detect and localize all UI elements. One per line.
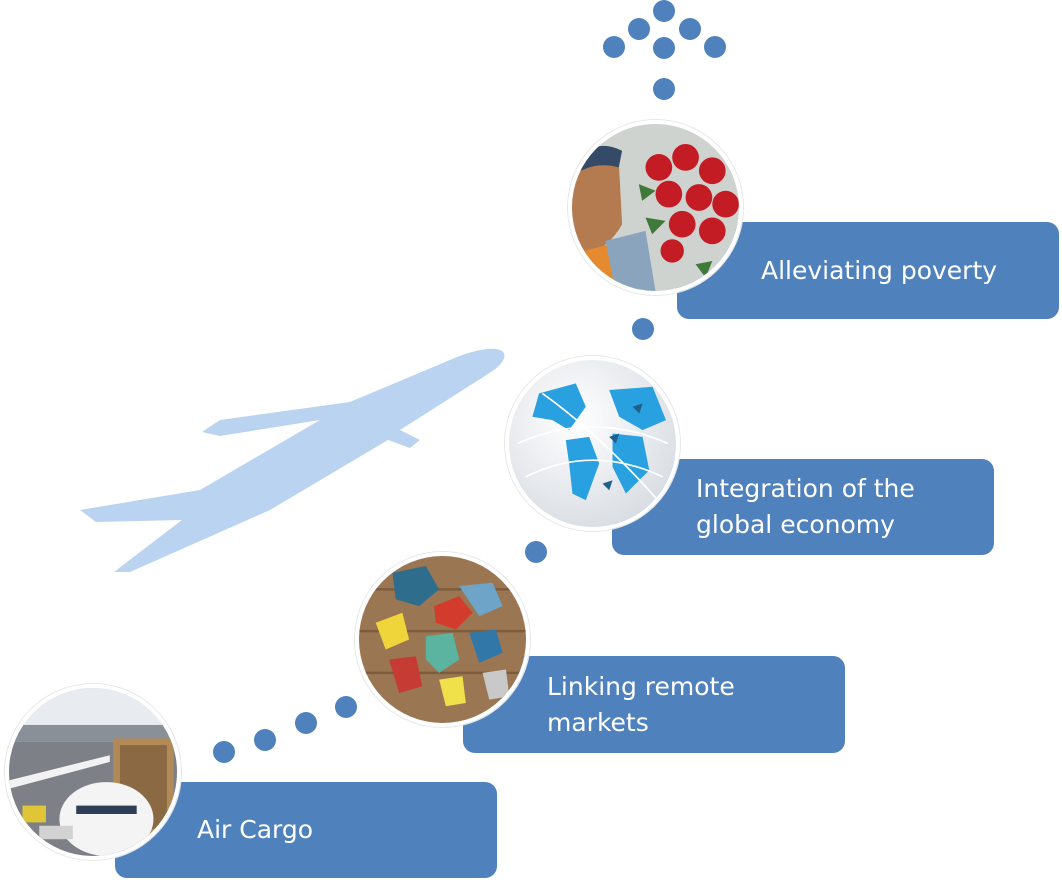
globe-with-planes-photo bbox=[509, 360, 676, 527]
puzzle-world-map-photo bbox=[359, 556, 526, 723]
step-label: Alleviating poverty bbox=[761, 255, 998, 285]
dot bbox=[335, 696, 357, 718]
dot bbox=[525, 541, 547, 563]
airport-jet-photo bbox=[9, 688, 177, 856]
dot bbox=[653, 78, 675, 100]
step-image-alleviating-poverty bbox=[568, 120, 743, 295]
step-image-air-cargo bbox=[5, 684, 181, 860]
step-label: Integration of the global economy bbox=[696, 474, 915, 539]
farmer-with-roses-photo bbox=[572, 124, 739, 291]
step-image-integration-global-economy bbox=[505, 356, 680, 531]
step-label: Air Cargo bbox=[197, 815, 314, 844]
dot bbox=[295, 712, 317, 734]
step-box-air-cargo: Air Cargo bbox=[115, 782, 497, 878]
dot bbox=[632, 318, 654, 340]
dotted-arrow-up-icon bbox=[603, 0, 726, 59]
step-box-alleviating-poverty: Alleviating poverty bbox=[677, 222, 1059, 319]
dot bbox=[213, 741, 235, 763]
step-label: Linking remote markets bbox=[547, 671, 735, 737]
dot bbox=[254, 729, 276, 751]
step-box-linking-remote-markets: Linking remote markets bbox=[463, 656, 845, 753]
step-box-integration-global-economy: Integration of the global economy bbox=[612, 459, 994, 555]
step-image-linking-remote-markets bbox=[355, 552, 530, 727]
airplane-silhouette-icon bbox=[80, 348, 505, 572]
